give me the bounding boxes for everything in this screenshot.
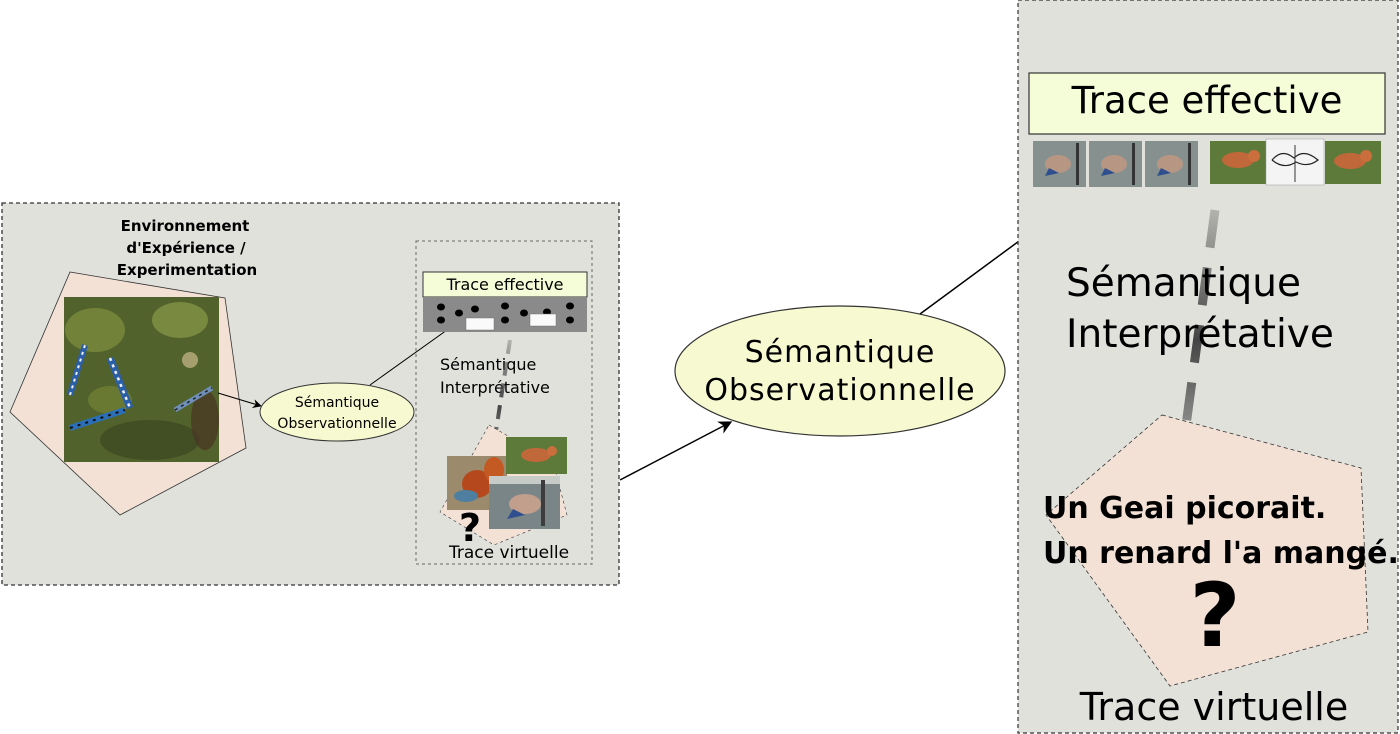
observational-semantics-small-line2: Observationnelle (277, 416, 396, 432)
question-mark-small: ? (459, 506, 481, 550)
inset-panel: Trace effective Sémantique Interprétativ… (415, 240, 593, 565)
feathers-photo (64, 297, 219, 462)
interpretive-semantics-small-line2: Interprétative (440, 378, 550, 397)
fox-photo-small (506, 437, 567, 474)
trace-thumbnails (1033, 138, 1381, 187)
jay-thumbnail-2 (1089, 141, 1142, 187)
trace-effective-small-box (422, 271, 588, 298)
jay-thumbnail-3 (1145, 141, 1198, 187)
virtual-pentagon-large (1045, 414, 1369, 687)
trace-strip-sketch-1 (465, 317, 495, 331)
environment-title-line2: d'Expérience / (126, 239, 246, 257)
observational-semantics-ellipse-small (259, 382, 415, 442)
trace-effective-large-box (1028, 72, 1386, 135)
observational-semantics-large-line1: Sémantique (745, 335, 936, 370)
narrative-line1: Un Geai picorait. (1043, 491, 1326, 526)
interpretive-semantics-large-line2: Interprétative (1066, 312, 1334, 357)
environment-title-line3: Experimentation (117, 261, 257, 279)
trace-virtual-small-label: Trace virtuelle (448, 543, 569, 563)
right-panel: Trace effective (1017, 0, 1399, 734)
inset-frame (415, 240, 593, 565)
trace-strip-sketch-2 (529, 313, 557, 327)
jay-thumbnail-1 (1033, 141, 1086, 187)
left-panel: Environnement d'Expérience / Experimenta… (1, 202, 620, 586)
narrative-line2: Un renard l'a mangé. (1043, 536, 1399, 571)
squirrel-photo (447, 456, 507, 510)
observational-semantics-ellipse-large (674, 305, 1006, 437)
interpretive-semantics-small-line1: Sémantique (440, 355, 536, 374)
fox-thumbnail-2 (1325, 141, 1381, 184)
jay-photo-small (489, 476, 560, 529)
interpretive-semantics-large-line1: Sémantique (1066, 261, 1301, 306)
sketch-thumbnail (1265, 138, 1325, 186)
observational-semantics-large-line2: Observationnelle (704, 373, 975, 408)
question-mark-large: ? (1189, 564, 1240, 667)
arrow-left-to-center (619, 421, 733, 481)
fox-thumbnail-1 (1210, 141, 1266, 184)
environment-title-line1: Environnement (121, 217, 250, 235)
trace-virtual-large-label: Trace virtuelle (1079, 685, 1348, 729)
dashed-link-large (1175, 209, 1220, 471)
arrow-environment-to-semantics (217, 392, 262, 408)
trace-effective-large-label: Trace effective (1071, 79, 1343, 122)
observational-semantics-small-line1: Sémantique (295, 395, 379, 411)
trace-effective-small-label: Trace effective (445, 275, 563, 294)
